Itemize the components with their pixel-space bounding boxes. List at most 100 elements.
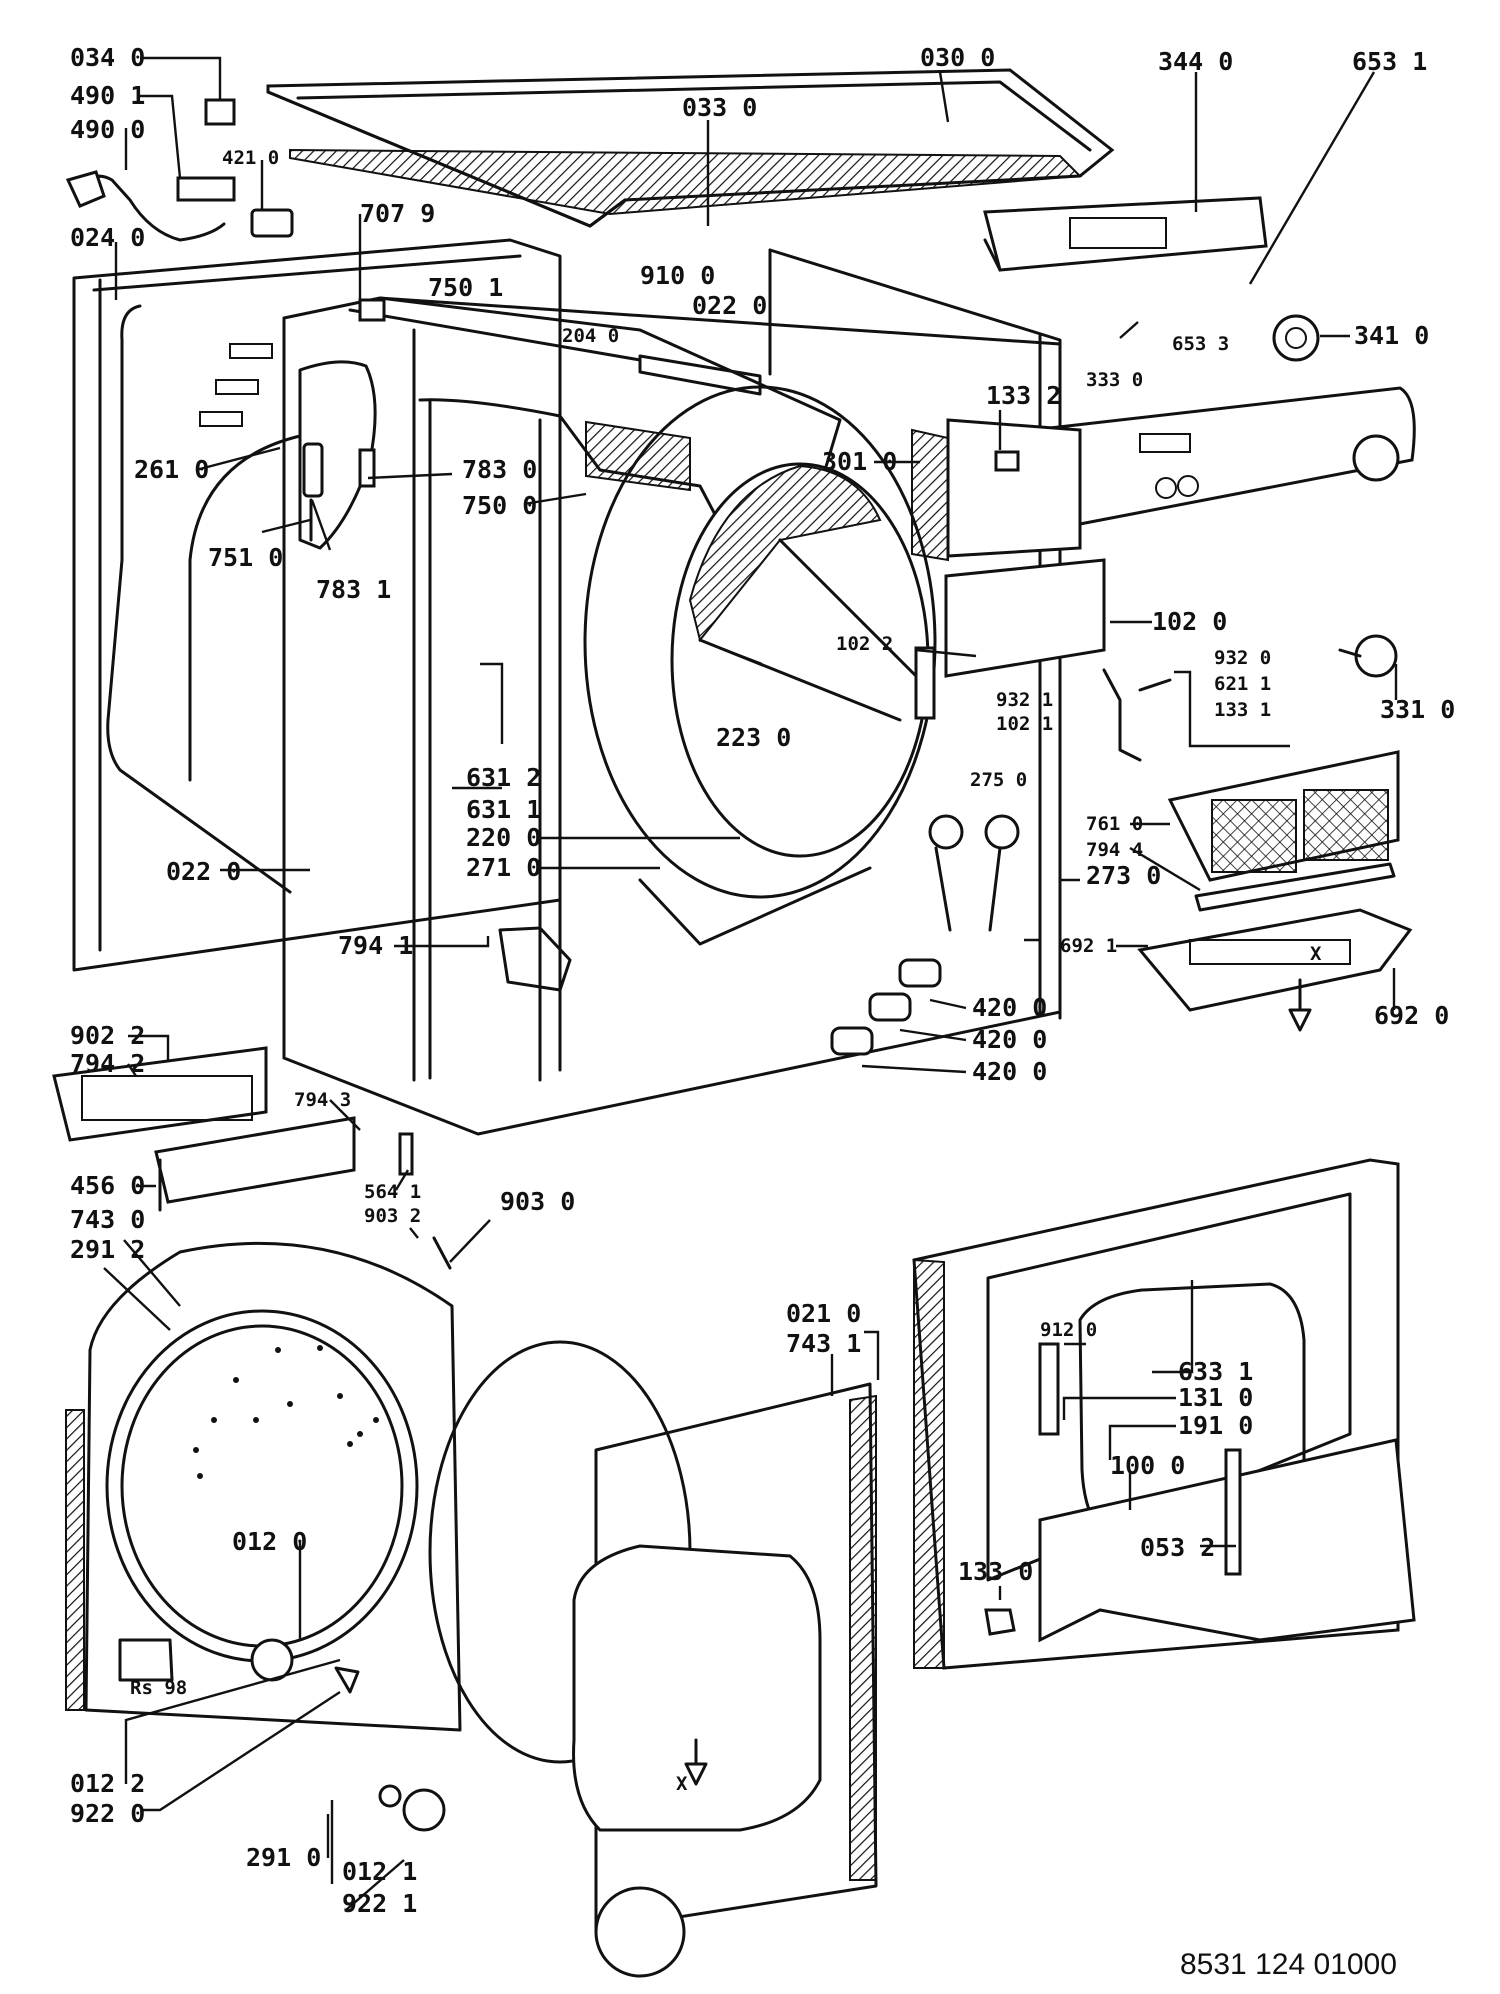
label-621-1: 621 1 <box>1214 673 1271 695</box>
lamp-331 <box>1338 634 1398 678</box>
gasket-794-4 <box>1194 862 1396 912</box>
label-631-1: 631 1 <box>466 795 541 824</box>
label-022-0-top: 022 0 <box>692 291 767 320</box>
label-420-0-a: 420 0 <box>972 993 1047 1022</box>
screw-903 <box>432 1236 452 1270</box>
door-hinge-set-273 <box>928 814 1020 932</box>
label-932-1: 932 1 <box>996 689 1053 711</box>
label-022-0-side: 022 0 <box>166 857 241 886</box>
direction-arrow-x-upper <box>1288 978 1312 1032</box>
label-761-0: 761 0 <box>1086 813 1143 835</box>
label-692-0: 692 0 <box>1374 1001 1449 1030</box>
label-794-2: 794 2 <box>70 1049 145 1078</box>
filter-capacitor <box>250 208 294 238</box>
label-271-0: 271 0 <box>466 853 541 882</box>
label-420-0-c: 420 0 <box>972 1057 1047 1086</box>
label-131-0: 131 0 <box>1178 1383 1253 1412</box>
cutaway-inset <box>298 360 377 550</box>
mains-cable-with-plug <box>65 170 236 242</box>
sensor-420-c <box>830 1026 874 1056</box>
door-frame-743-1 <box>572 1382 878 1978</box>
label-x-upper: X <box>1310 943 1322 965</box>
leader-lines <box>103 56 1398 1911</box>
label-912-0: 912 0 <box>1040 1319 1097 1341</box>
label-012-1: 012 1 <box>342 1857 417 1886</box>
door-catch-lever <box>1102 668 1172 762</box>
switch-block-301 <box>911 418 1082 562</box>
label-301-0: 301 0 <box>822 447 897 476</box>
label-191-0: 191 0 <box>1178 1411 1253 1440</box>
label-024-0: 024 0 <box>70 223 145 252</box>
control-board-344 <box>983 196 1268 272</box>
label-033-0: 033 0 <box>682 93 757 122</box>
label-102-2: 102 2 <box>836 633 893 655</box>
label-204-0: 204 0 <box>562 325 619 347</box>
water-tray-692 <box>1137 908 1413 1012</box>
label-794-4: 794 4 <box>1086 839 1143 861</box>
label-922-1: 922 1 <box>342 1889 417 1918</box>
label-751-0: 751 0 <box>208 543 283 572</box>
label-344-0: 344 0 <box>1158 47 1233 76</box>
label-331-0: 331 0 <box>1380 695 1455 724</box>
label-420-0-b: 420 0 <box>972 1025 1047 1054</box>
label-333-0: 333 0 <box>1086 369 1143 391</box>
rear-shield-743 <box>65 1241 462 1732</box>
detergent-drawer-102 <box>914 558 1106 720</box>
label-x-lower: X <box>676 1773 688 1795</box>
heater-frame-902 <box>52 1046 268 1142</box>
label-794-1: 794 1 <box>338 931 413 960</box>
label-021-0: 021 0 <box>786 1299 861 1328</box>
direction-arrow-x-lower <box>684 1738 708 1786</box>
label-030-0: 030 0 <box>920 43 995 72</box>
label-273-0: 273 0 <box>1086 861 1161 890</box>
label-633-1: 633 1 <box>1178 1357 1253 1386</box>
label-291-0: 291 0 <box>246 1843 321 1872</box>
vent-holes <box>193 1345 379 1479</box>
stamp-text: Rs 98 <box>130 1677 187 1699</box>
label-750-0: 750 0 <box>462 491 537 520</box>
seal-794-1 <box>498 926 572 992</box>
label-653-1: 653 1 <box>1352 47 1427 76</box>
knob-341 <box>1272 314 1320 362</box>
label-750-1: 750 1 <box>428 273 503 302</box>
sensor-420-b <box>868 992 912 1022</box>
drum <box>583 385 937 946</box>
label-903-0: 903 0 <box>500 1187 575 1216</box>
label-223-0: 223 0 <box>716 723 791 752</box>
label-100-0: 100 0 <box>1110 1451 1185 1480</box>
label-653-3: 653 3 <box>1172 333 1229 355</box>
label-783-1: 783 1 <box>316 575 391 604</box>
label-421-0: 421 0 <box>222 147 279 169</box>
label-932-0: 932 0 <box>1214 647 1271 669</box>
label-743-0: 743 0 <box>70 1205 145 1234</box>
duct-foam-seal <box>585 420 691 492</box>
sensor-420-a <box>898 958 942 988</box>
label-291-2: 291 2 <box>70 1235 145 1264</box>
label-275-0: 275 0 <box>970 769 1027 791</box>
label-743-1: 743 1 <box>786 1329 861 1358</box>
label-783-0: 783 0 <box>462 455 537 484</box>
label-341-0: 341 0 <box>1354 321 1429 350</box>
heater-456 <box>154 1116 356 1212</box>
label-133-2: 133 2 <box>986 381 1061 410</box>
thermostat-564 <box>398 1132 414 1176</box>
label-012-2: 012 2 <box>70 1769 145 1798</box>
label-490-1: 490 1 <box>70 81 145 110</box>
top-cover <box>266 68 1115 228</box>
duct-channel <box>638 354 762 396</box>
label-922-0: 922 0 <box>70 1799 145 1828</box>
label-903-2: 903 2 <box>364 1205 421 1227</box>
label-456-0: 456 0 <box>70 1171 145 1200</box>
part-labels: 034 0 490 1 490 0 421 0 024 0 707 9 030 … <box>70 43 1455 1918</box>
label-102-1: 102 1 <box>996 713 1053 735</box>
label-631-2: 631 2 <box>466 763 541 792</box>
triangle-marker <box>334 1666 360 1694</box>
screw-922-1 <box>378 1784 402 1808</box>
control-panel-fascia <box>1048 386 1416 526</box>
label-102-0: 102 0 <box>1152 607 1227 636</box>
label-053-2: 053 2 <box>1140 1533 1215 1562</box>
lint-filter-761 <box>1167 750 1400 882</box>
label-490-0: 490 0 <box>70 115 145 144</box>
label-794-3: 794 3 <box>294 1089 351 1111</box>
